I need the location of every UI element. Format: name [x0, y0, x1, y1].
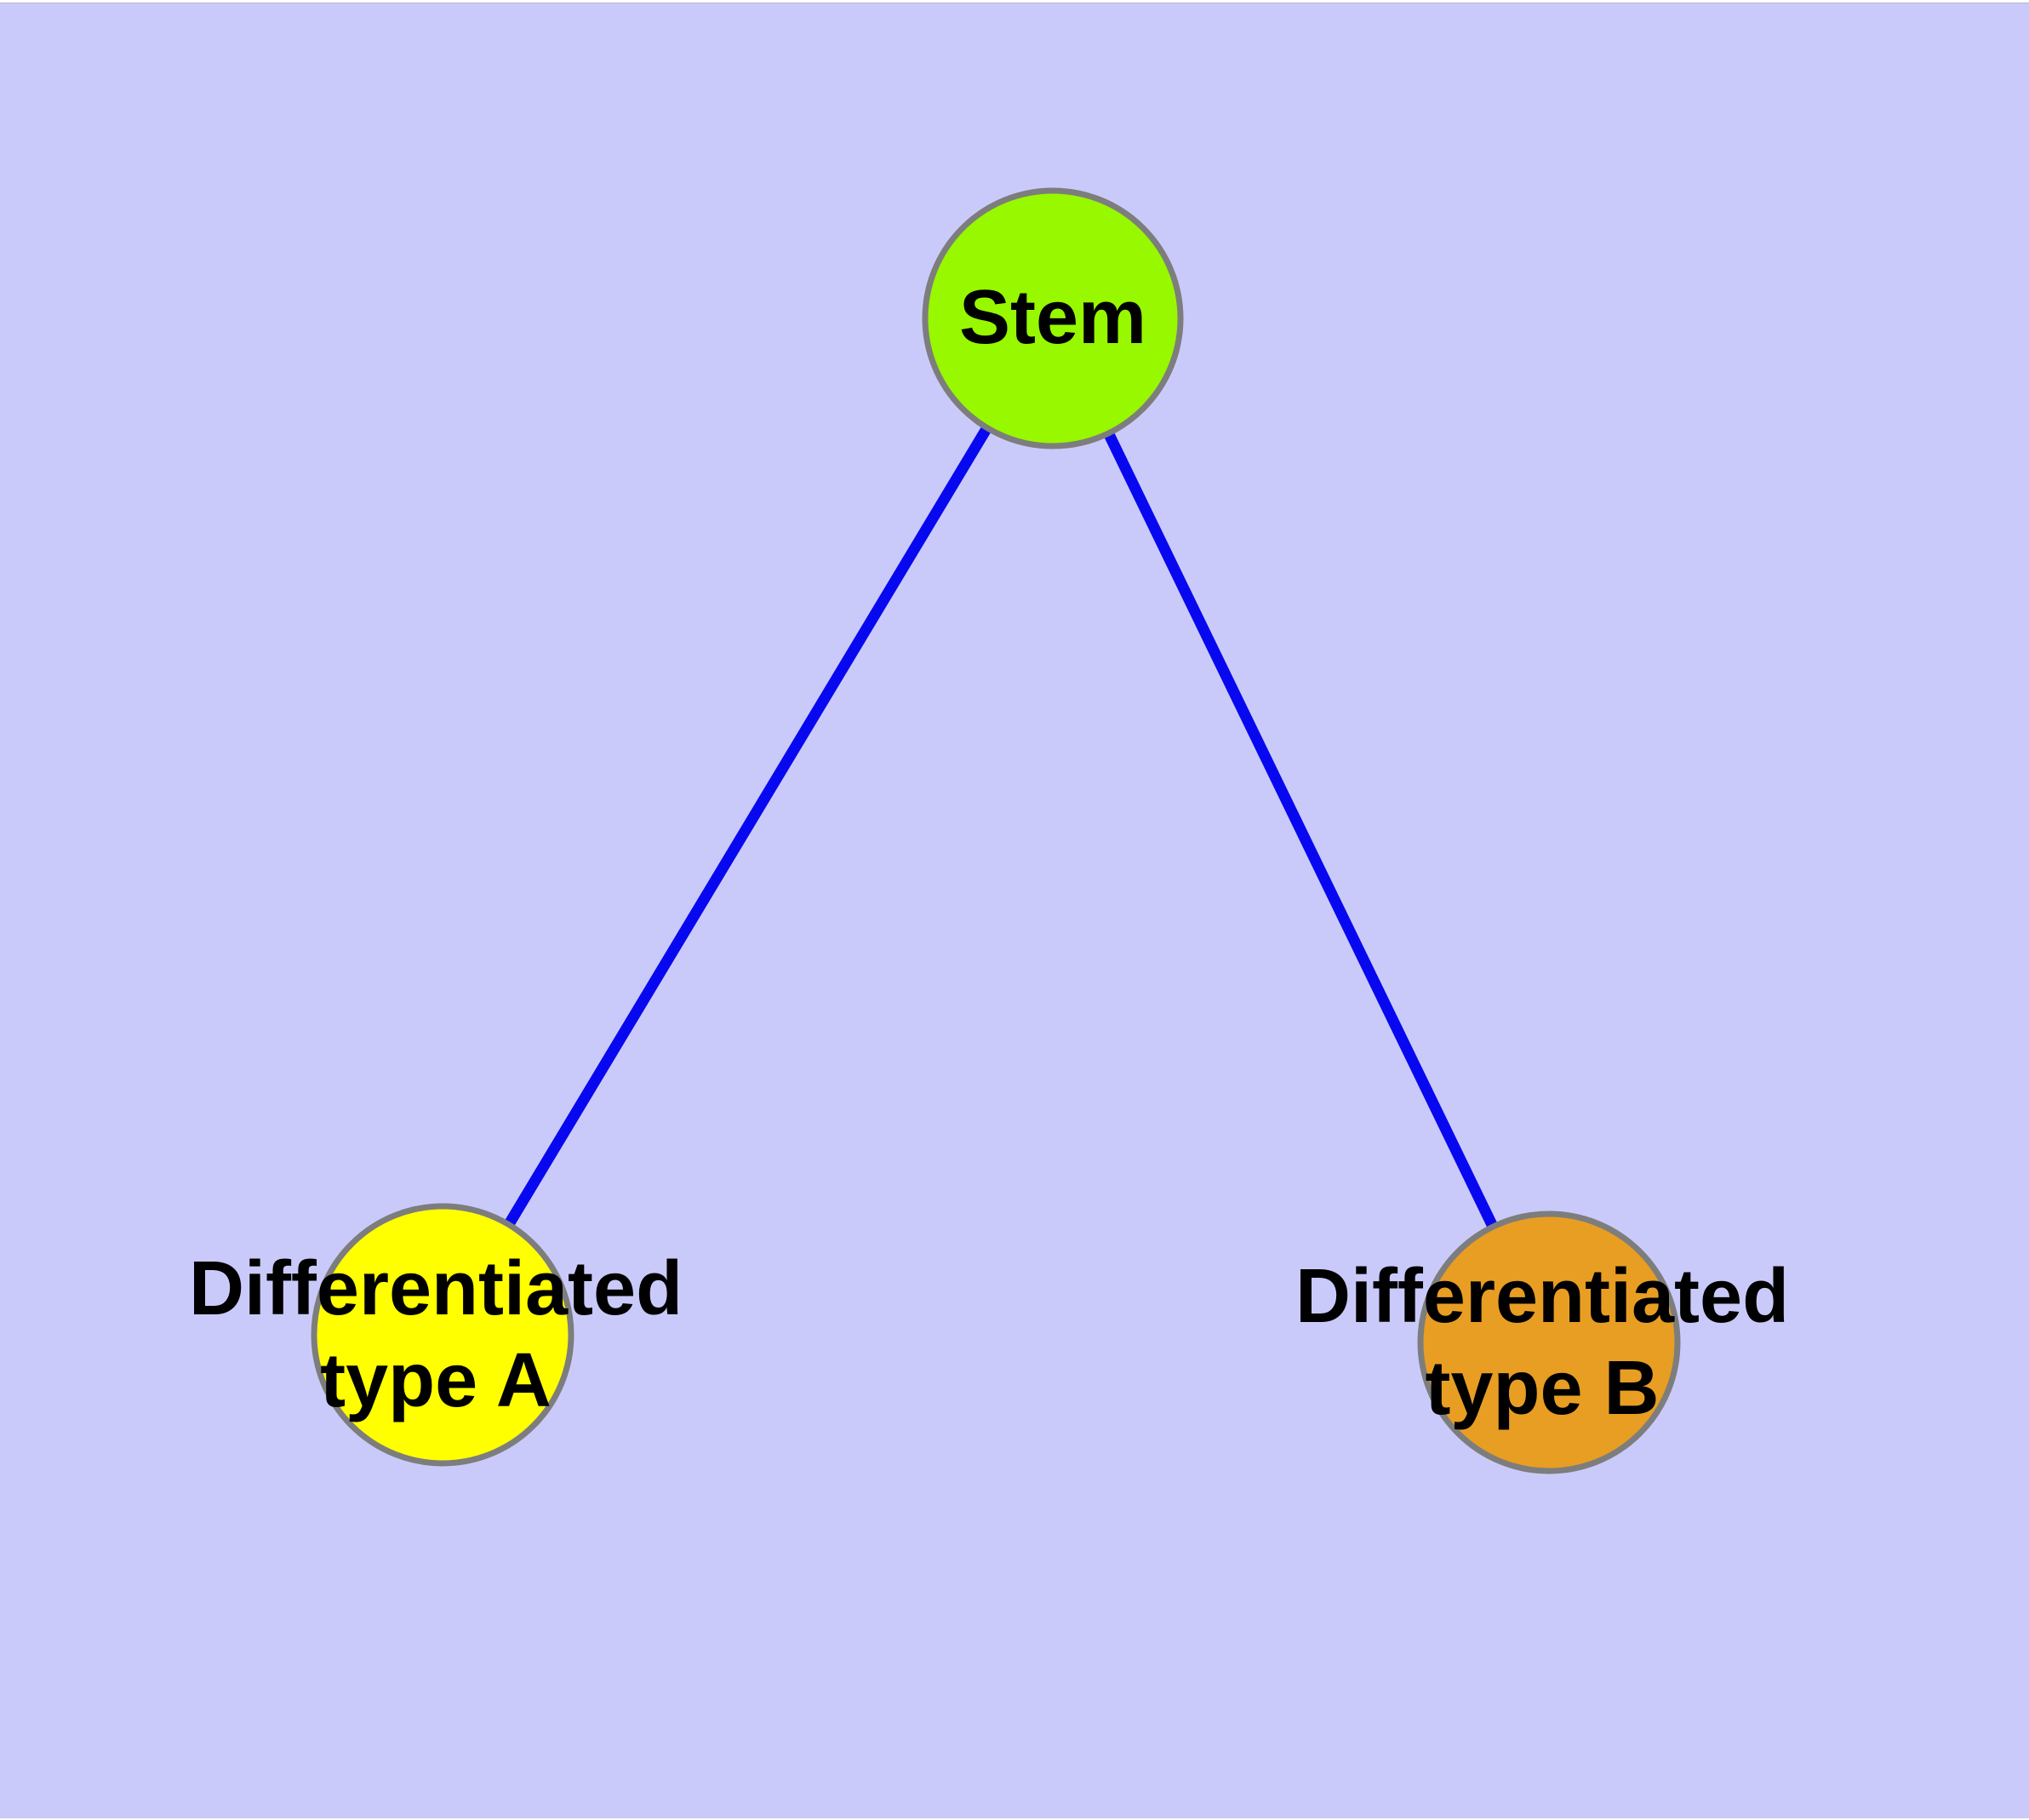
graph-svg: [311, 187, 1681, 1474]
node-label-differentiated-type-a: Differentiated type A: [188, 1246, 683, 1423]
edge-stem-to-type-a: [437, 315, 1058, 1338]
edge-stem-to-type-b: [1048, 316, 1554, 1345]
node-label-stem: Stem: [958, 275, 1147, 360]
node-label-differentiated-type-b: Differentiated type B: [1295, 1254, 1790, 1431]
node-type-b-circle: [1417, 1210, 1681, 1474]
node-stem-circle: [922, 187, 1184, 449]
diagram-canvas: Stem Differentiated type A Differentiate…: [0, 3, 2029, 1818]
node-type-a-circle: [311, 1203, 574, 1467]
